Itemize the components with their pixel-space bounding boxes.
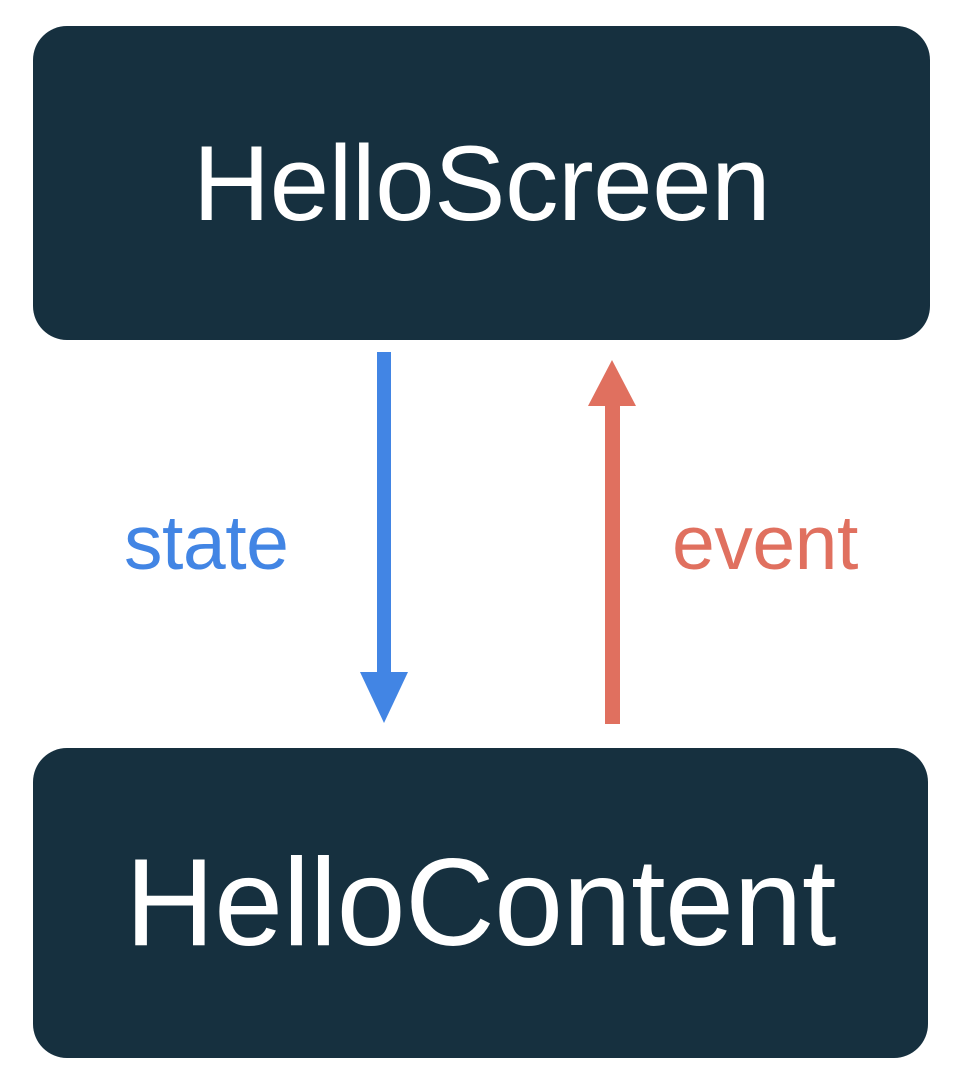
event-arrow-head [588, 360, 636, 406]
edge-label-event: event [672, 500, 858, 586]
event-arrow-shaft [605, 404, 620, 724]
node-hello-screen[interactable]: HelloScreen [33, 26, 930, 340]
node-hello-content-label: HelloContent [125, 834, 836, 972]
arrow-up-icon [588, 360, 636, 724]
state-arrow-head [360, 672, 408, 723]
node-hello-content[interactable]: HelloContent [33, 748, 928, 1058]
arrow-down-icon [360, 352, 408, 723]
state-arrow-shaft [377, 352, 391, 676]
node-hello-screen-label: HelloScreen [192, 122, 771, 243]
edge-label-state: state [124, 500, 289, 586]
